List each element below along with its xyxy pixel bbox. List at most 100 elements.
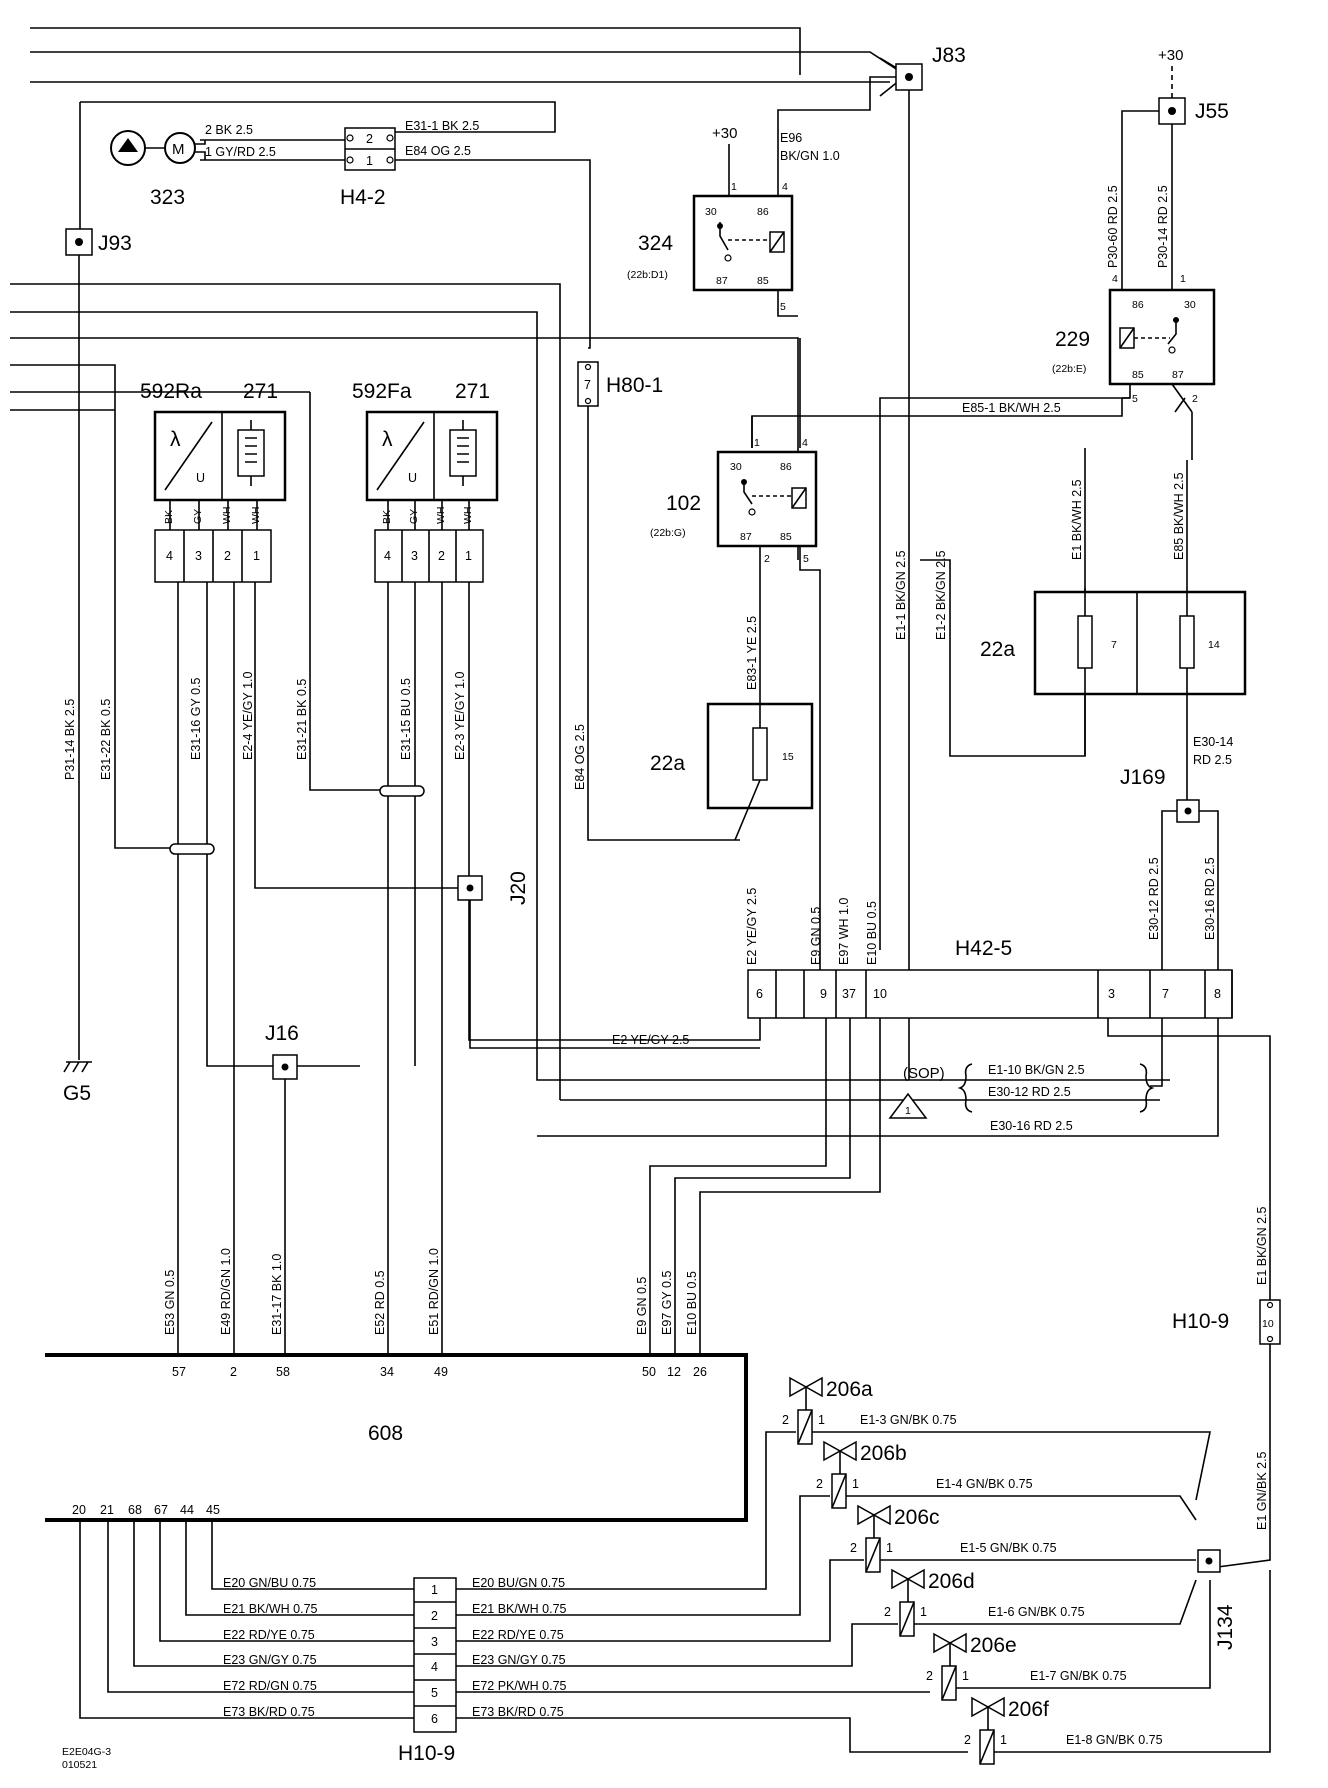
wire-e2-h: E2 YE/GY 2.5 [612, 1033, 689, 1047]
relay-102: 30 86 87 85 1 4 2 5 102 (22b:G) E83-1 YE… [650, 338, 821, 970]
ecu-pin-34: 34 [380, 1365, 394, 1379]
h4-2-pin-2: 2 [366, 132, 373, 146]
relay-229: 86 30 85 87 4 1 5 2 229 (22b:E) E85-1 BK… [962, 273, 1216, 415]
j134-label: J134 [1214, 1604, 1237, 1650]
wire-e9b: E9 GN 0.5 [635, 1277, 649, 1335]
v206f-p2: 2 [964, 1733, 971, 1747]
wire-e51: E51 RD/GN 1.0 [427, 1248, 441, 1335]
fuse-15: 15 [782, 751, 794, 763]
wire-e72l: E72 RD/GN 0.75 [223, 1679, 317, 1693]
wire-e73l: E73 BK/RD 0.75 [223, 1705, 315, 1719]
wire-e22r: E22 RD/YE 0.75 [472, 1628, 564, 1642]
v206b-label: 206b [860, 1442, 907, 1465]
wire-e52: E52 RD 0.5 [373, 1270, 387, 1335]
wire-323-gy: 1 GY/RD 2.5 [205, 145, 276, 159]
r229-p2: 2 [1192, 393, 1198, 405]
v206b-p2: 2 [816, 1477, 823, 1491]
j16-label: J16 [265, 1022, 299, 1045]
c271b-label: 271 [455, 380, 490, 403]
v206a-label: 206a [826, 1378, 873, 1401]
wire-e2-4: E2-4 YE/GY 1.0 [241, 671, 255, 760]
j93-label: J93 [98, 232, 132, 255]
c592fa-label: 592Fa [352, 380, 412, 403]
wire-e1-gnbk: E1 GN/BK 2.5 [1255, 1451, 1269, 1530]
h42-pin-37: 37 [842, 987, 856, 1001]
r324-87: 87 [716, 275, 728, 287]
motor-m: M [172, 141, 185, 158]
v206d-label: 206d [928, 1570, 975, 1593]
wire-e97b: E97 GY 0.5 [660, 1271, 674, 1335]
sop-annotation: (SOP) E1-10 BK/GN 2.5 E30-12 RD 2.5 1 E3… [888, 1063, 1155, 1133]
v206f-p1: 1 [1000, 1733, 1007, 1747]
h10-9-bottom-label: H10-9 [398, 1742, 455, 1765]
pump-323: M 323 2 BK 2.5 1 GY/RD 2.5 [110, 123, 276, 209]
wire-e1-1: E1-1 BK/GN 2.5 [894, 550, 908, 640]
valve-206e: 206e 2 1 E1-7 GN/BK 0.75 [926, 1580, 1211, 1701]
footer-date: 010521 [62, 1759, 97, 1771]
connector-h42-5: H42-5 6 9 37 10 3 7 8 E2 YE/GY 2.5 E9 GN… [537, 888, 1271, 1355]
wire-e30-12-h: E30-12 RD 2.5 [988, 1085, 1071, 1099]
v206a-p2: 2 [782, 1413, 789, 1427]
wire-e31-22: E31-22 BK 0.5 [99, 699, 113, 780]
stack-pin-2: 2 [431, 1609, 438, 1623]
s1-c2: GY [192, 509, 204, 524]
v206d-p1: 1 [920, 1605, 927, 1619]
valve-206a: 206a 2 1 E1-3 GN/BK 0.75 [782, 1376, 1211, 1501]
h42-5-label: H42-5 [955, 937, 1012, 960]
wire-e31-16: E31-16 GY 0.5 [189, 677, 203, 760]
h42-pin-6: 6 [756, 987, 763, 1001]
ecu-pin-67: 67 [154, 1503, 168, 1517]
sop-label: (SOP) [903, 1065, 945, 1082]
h10-9-right-label: H10-9 [1172, 1310, 1229, 1333]
s1-c1: BK [163, 510, 175, 524]
valve-206b: 206b 2 1 E1-4 GN/BK 0.75 [816, 1440, 1197, 1521]
v206c-label: 206c [894, 1506, 940, 1529]
u-a: U [196, 471, 205, 485]
c22a-mid-label: 22a [650, 752, 685, 775]
s1-p2: 2 [224, 549, 231, 563]
wire-e96b: BK/GN 1.0 [780, 149, 840, 163]
j55-label: J55 [1195, 100, 1229, 123]
wire-e31-1: E31-1 BK 2.5 [405, 119, 479, 133]
v206e-p1: 1 [962, 1669, 969, 1683]
wire-e30-12: E30-12 RD 2.5 [1147, 857, 1161, 940]
sensor-592fa: 592Fa 271 λ U BK GY WH WH 4 3 2 1 E31-21… [295, 380, 761, 1355]
r102-p4: 4 [802, 437, 808, 449]
s2-p4: 4 [384, 549, 391, 563]
r229-87: 87 [1172, 369, 1184, 381]
ecu-pin-49: 49 [434, 1365, 448, 1379]
r324-p1: 1 [731, 181, 737, 193]
wire-e30-14a: E30-14 [1193, 735, 1233, 749]
v206a-p1: 1 [818, 1413, 825, 1427]
stack-pin-6: 6 [431, 1712, 438, 1726]
wire-e31-17: E31-17 BK 1.0 [270, 1254, 284, 1335]
v206e-label: 206e [970, 1634, 1017, 1657]
wire-e1-bkwh: E1 BK/WH 2.5 [1070, 479, 1084, 560]
h4-2-pin-1: 1 [366, 154, 373, 168]
v206b-p1: 1 [852, 1477, 859, 1491]
wire-e2-v: E2 YE/GY 2.5 [745, 888, 759, 965]
wire-e1-8: E1-8 GN/BK 0.75 [1066, 1733, 1163, 1747]
wire-e97: E97 WH 1.0 [837, 898, 851, 965]
v206e-p2: 2 [926, 1669, 933, 1683]
c271a-label: 271 [243, 380, 278, 403]
wire-p30-60: P30-60 RD 2.5 [1106, 185, 1120, 268]
r229-86: 86 [1132, 299, 1144, 311]
wire-e1-bkgn: E1 BK/GN 2.5 [1255, 1206, 1269, 1285]
connector-h10-9-right: E1 BK/GN 2.5 10 H10-9 E1 GN/BK 2.5 [1172, 1206, 1281, 1569]
h42-pin-8: 8 [1214, 987, 1221, 1001]
v206c-p2: 2 [850, 1541, 857, 1555]
junction-j93: J93 G5 P31-14 BK 2.5 E31-22 BK 0.5 [63, 228, 132, 1105]
h80-1-pin: 7 [584, 378, 591, 392]
r102-86: 86 [780, 461, 792, 473]
warn-num: 1 [905, 1105, 911, 1117]
v206d-p2: 2 [884, 1605, 891, 1619]
s1-p4: 4 [166, 549, 173, 563]
ecu-pin-20: 20 [72, 1503, 86, 1517]
junction-j169: J169 E30-12 RD 2.5 E30-16 RD 2.5 [1120, 766, 1219, 970]
r324-30: 30 [705, 206, 717, 218]
r229-p1: 1 [1180, 273, 1186, 285]
bottom-left-wiring: E20 GN/BU 0.75 E21 BK/WH 0.75 E22 RD/YE … [79, 1520, 414, 1719]
s2-p3: 3 [411, 549, 418, 563]
r324-85: 85 [757, 275, 769, 287]
